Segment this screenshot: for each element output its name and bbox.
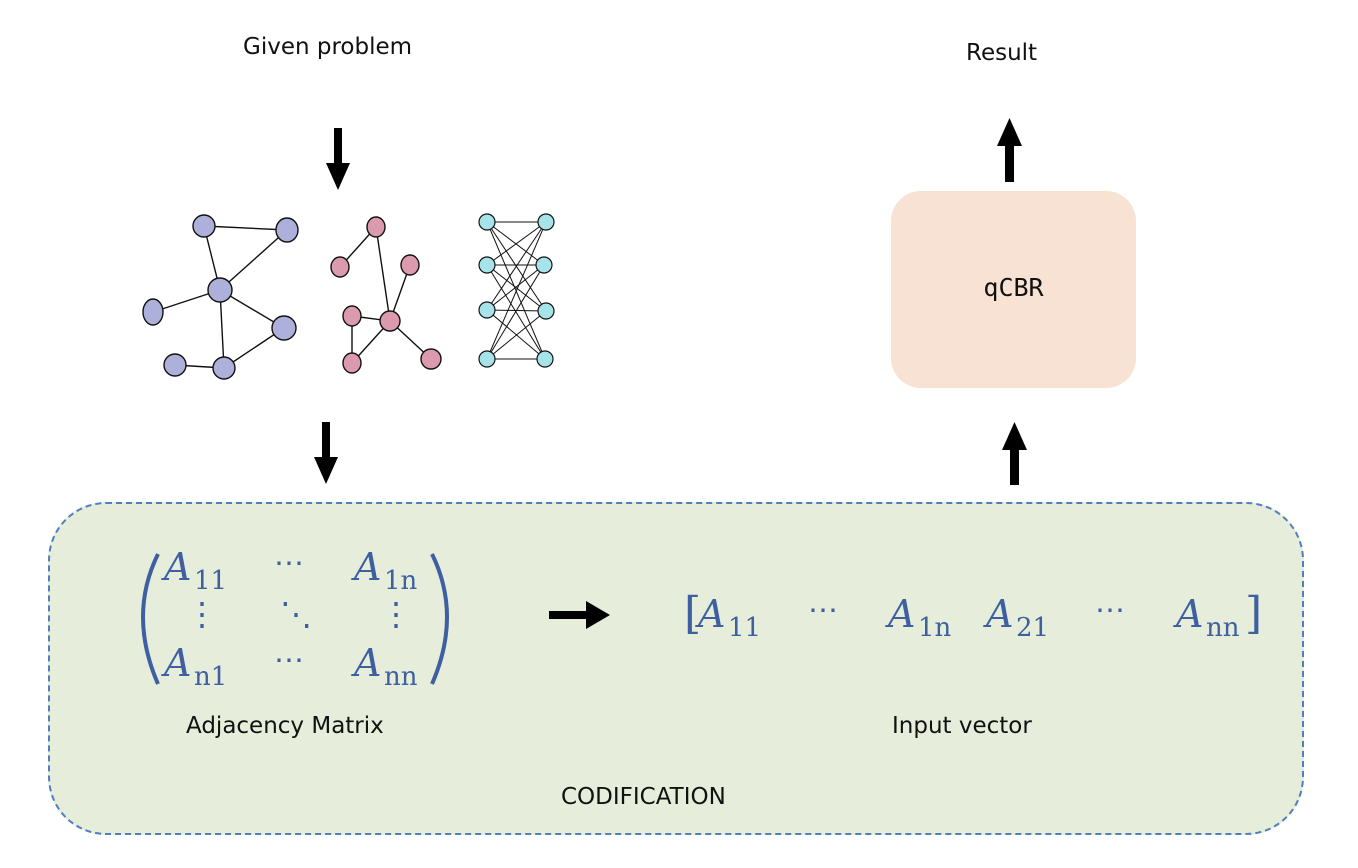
graph-cyan-node <box>536 350 554 368</box>
matrix-left-vdots: ⋮ <box>186 595 218 633</box>
matrix-a1n-sub: 1n <box>384 566 418 596</box>
graph-cyan-edge <box>486 221 547 311</box>
matrix-an1-sub: n1 <box>194 662 227 692</box>
matrix-ann: A <box>351 641 381 685</box>
matrix-an1: A <box>161 641 191 685</box>
graph-cyan-edge <box>486 221 545 266</box>
graph-cyan-nodes <box>478 213 555 368</box>
matrix-right-paren <box>430 553 449 685</box>
matrix-ann-sub: nn <box>384 662 418 692</box>
graph-cyan-node <box>478 350 496 368</box>
matrix-top-hdots: ⋯ <box>274 546 304 581</box>
matrix-a11-sub: 11 <box>194 566 227 596</box>
graph-cyan-edge <box>486 264 545 311</box>
input-vector-label: Input vector <box>892 713 1032 739</box>
graph-pink <box>330 216 442 374</box>
matrix-ddots: ⋱ <box>280 595 312 633</box>
graph-cyan-node <box>537 213 555 231</box>
graph-purple <box>142 214 299 380</box>
qcbr-box: qCBR <box>891 191 1136 388</box>
graph-cyan-edge <box>486 310 547 360</box>
graph-purple-nodes <box>142 214 299 380</box>
vector-a11: A <box>695 592 725 636</box>
vector-dots-2: ⋯ <box>1095 593 1125 628</box>
matrix-a11: A <box>161 545 191 589</box>
vector-ann: A <box>1173 592 1203 636</box>
qcbr-label: qCBR <box>983 273 1044 302</box>
adjacency-matrix-label: Adjacency Matrix <box>186 713 384 739</box>
graph-cyan-node <box>535 256 553 274</box>
matrix-left-paren <box>141 553 160 685</box>
vector-ann-sub: nn <box>1206 613 1240 643</box>
graph-cyan-node <box>537 302 555 320</box>
graph-pink-nodes <box>330 216 442 374</box>
vector-a1n-sub: 1n <box>918 613 952 643</box>
arrow-up-qcbr-to-result <box>997 118 1022 182</box>
graph-cyan-edge <box>486 221 547 360</box>
arrow-right-matrix-to-vector <box>549 601 610 629</box>
vector-dots-1: ⋯ <box>808 593 838 628</box>
adjacency-matrix: A 11 ⋯ A 1n ⋮ ⋱ ⋮ A n1 ⋯ A nn <box>141 545 449 692</box>
arrow-down-codification <box>314 422 338 484</box>
input-vector: [ A 11 ⋯ A 1n A 21 ⋯ A nn ] <box>684 588 1262 643</box>
graph-cyan-edge <box>486 264 545 360</box>
vector-a1n: A <box>885 592 915 636</box>
vector-close-bracket: ] <box>1245 588 1262 639</box>
vector-open-bracket: [ <box>684 588 701 639</box>
graph-cyan-node <box>478 256 496 274</box>
codification-box <box>48 502 1304 835</box>
vector-a21-sub: 21 <box>1016 613 1049 643</box>
graph-cyan-edge <box>486 221 547 266</box>
result-label: Result <box>966 40 1038 66</box>
matrix-a1n: A <box>351 545 381 589</box>
matrix-bottom-hdots: ⋯ <box>274 643 304 678</box>
graph-cyan-node <box>478 301 496 319</box>
arrow-down-problem <box>326 128 350 190</box>
graph-cyan-edge <box>486 264 547 312</box>
codification-label: CODIFICATION <box>561 784 726 810</box>
given-problem-label: Given problem <box>243 34 413 60</box>
graph-cyan-edge <box>486 309 546 360</box>
vector-a11-sub: 11 <box>728 613 761 643</box>
arrow-up-vector-to-qcbr <box>1002 422 1027 485</box>
vector-a21: A <box>983 592 1013 636</box>
graph-cyan <box>478 213 555 368</box>
graph-cyan-node <box>478 213 496 231</box>
matrix-right-vdots: ⋮ <box>380 595 412 633</box>
